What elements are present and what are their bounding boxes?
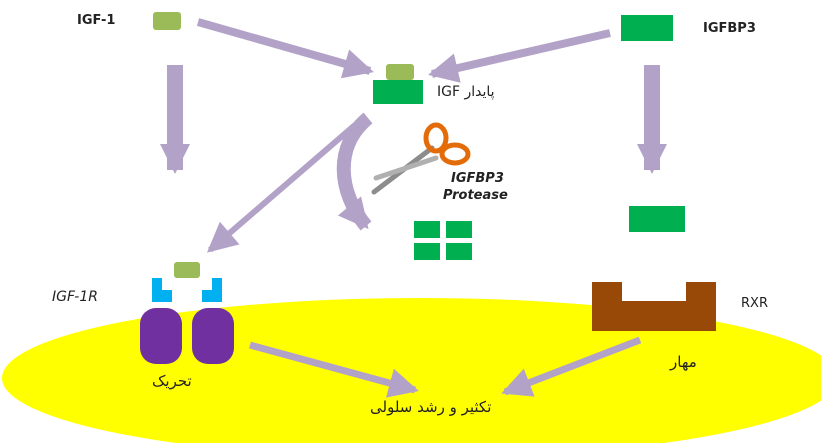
- igfbp3-free-molecule: [629, 206, 685, 232]
- arrow-igf1-to-stable-complex: [196, 18, 374, 79]
- igfbp3-label: IGFBP3: [703, 21, 756, 36]
- arrow-complex-to-receptor: [206, 122, 357, 253]
- igfbp3-fragment: [414, 243, 440, 260]
- inhibition-label: مهار: [670, 353, 697, 371]
- stimulation-label: تحریک: [152, 372, 192, 390]
- complex-igfbp3-part: [373, 80, 423, 104]
- cell-growth-label: تکثیر و رشد سلولی: [370, 398, 492, 416]
- igf1r-label: IGF-1R: [52, 289, 98, 305]
- scissors-icon: [371, 122, 471, 195]
- rxr-receptor: [592, 282, 716, 331]
- receptor-beta-left: [140, 308, 182, 364]
- receptor-alpha-right: [202, 278, 222, 302]
- arrow-igfbp3-to-stable-complex: [428, 29, 611, 83]
- igf1-molecule: [153, 12, 181, 30]
- igf1-label: IGF-1: [77, 13, 116, 28]
- igfbp3-fragment: [446, 243, 472, 260]
- arrow-inhibition-to-growth: [501, 336, 642, 397]
- receptor-bound-igf: [174, 262, 200, 278]
- rxr-label: RXR: [741, 296, 768, 311]
- arrow-protease-cleavage: [336, 112, 373, 231]
- complex-igf-part: [386, 64, 414, 80]
- protease-label-line1: IGFBP3: [451, 171, 504, 186]
- protease-label-line2: Protease: [443, 188, 508, 203]
- arrow-stimulation-to-growth: [249, 341, 419, 398]
- igfbp3-fragment: [446, 221, 472, 238]
- igfbp3-fragment: [414, 221, 440, 238]
- stable-igf-label: IGF پایدار: [437, 84, 495, 100]
- receptor-alpha-left: [152, 278, 172, 302]
- igfbp3-molecule: [621, 15, 673, 41]
- igf1r-receptor: [140, 262, 234, 364]
- receptor-beta-right: [192, 308, 234, 364]
